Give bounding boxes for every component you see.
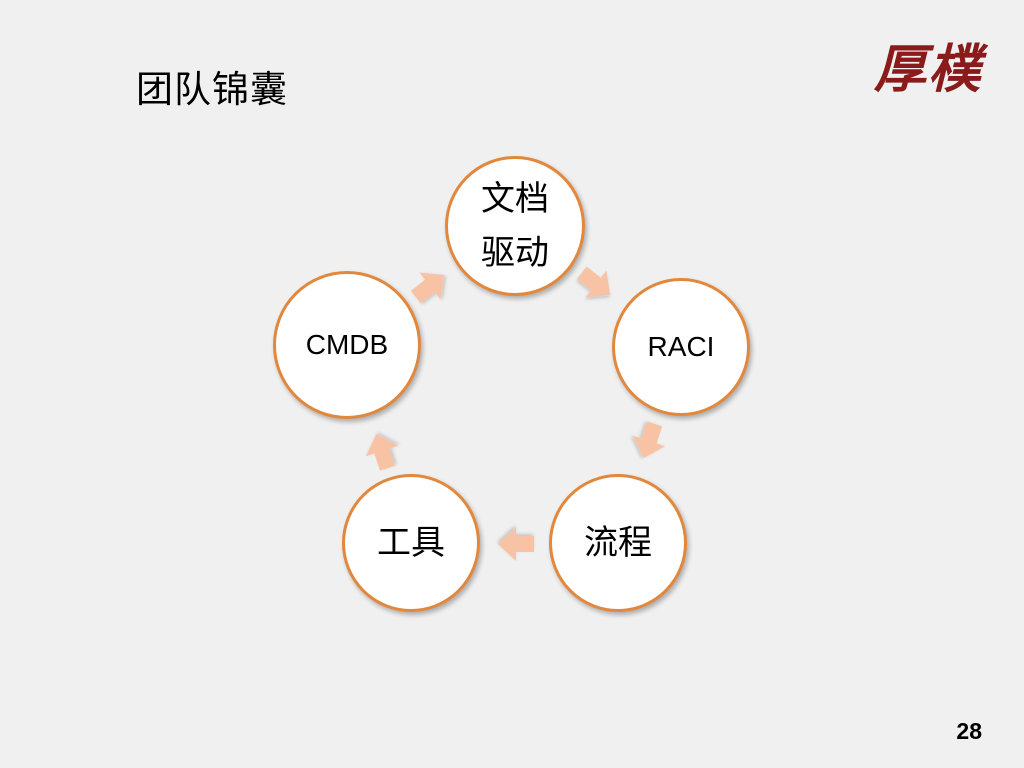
cycle-node-document-driven: 文档 驱动 bbox=[445, 156, 585, 296]
block-arrow-icon bbox=[365, 433, 399, 471]
page-number: 28 bbox=[956, 718, 982, 744]
arrow-raci-to-process bbox=[632, 421, 666, 459]
node-label-line: 文档 bbox=[481, 180, 549, 218]
block-arrow-icon bbox=[576, 266, 611, 298]
brand-logo: 厚樸 bbox=[874, 39, 983, 100]
arrow-doc-to-raci bbox=[576, 266, 611, 298]
node-label: 流程 bbox=[584, 524, 652, 562]
arrow-cmdb-to-doc bbox=[410, 272, 445, 304]
slide-title: 团队锦囊 bbox=[136, 69, 288, 110]
node-label: CMDB bbox=[305, 329, 389, 360]
block-arrow-icon bbox=[498, 527, 534, 561]
node-label-line: 驱动 bbox=[481, 234, 549, 272]
arrow-process-to-tools bbox=[498, 527, 534, 561]
arrow-tools-to-cmdb bbox=[365, 433, 399, 471]
cycle-node-raci: RACI bbox=[612, 278, 750, 416]
node-label: 工具 bbox=[377, 524, 445, 562]
block-arrow-icon bbox=[410, 272, 445, 304]
cycle-node-process: 流程 bbox=[549, 474, 687, 612]
cycle-node-cmdb: CMDB bbox=[273, 271, 421, 419]
block-arrow-icon bbox=[632, 421, 666, 459]
node-label: RACI bbox=[647, 331, 715, 362]
cycle-node-tools: 工具 bbox=[342, 474, 480, 612]
